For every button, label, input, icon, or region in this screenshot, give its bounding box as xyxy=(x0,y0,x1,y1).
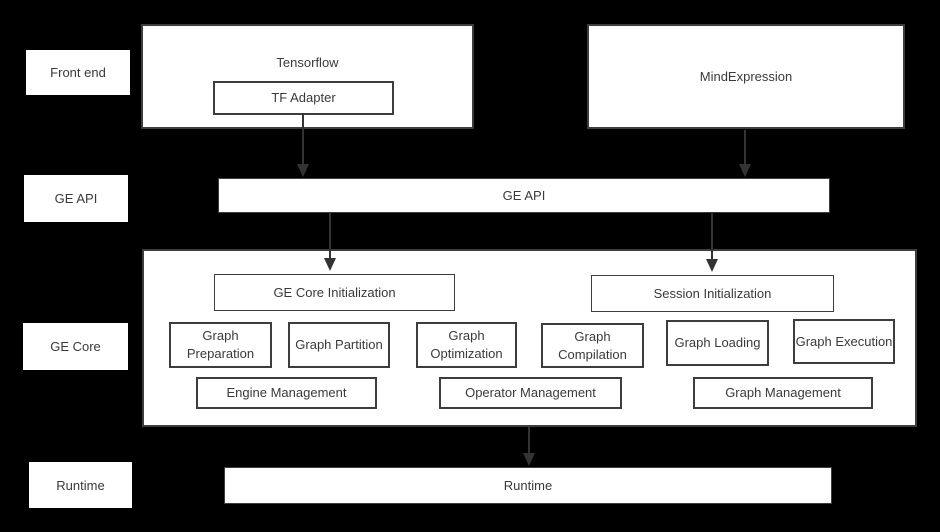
row-label-ge-api: GE API xyxy=(24,175,128,222)
tensorflow-label: Tensorflow xyxy=(276,55,339,70)
tensorflow-box: Tensorflow TF Adapter xyxy=(141,24,474,129)
stage-box-graph-preparation: Graph Preparation xyxy=(169,322,272,368)
row-label-runtime: Runtime xyxy=(29,462,132,508)
arrow-head-ge-core-to-runtime xyxy=(523,453,535,466)
mind-expression-box: MindExpression xyxy=(587,24,905,129)
arrow-head-ge-api-to-ge-core-init xyxy=(324,258,336,271)
arrow-line-ge-api-to-ge-core-init xyxy=(329,212,331,258)
management-box-operator: Operator Management xyxy=(439,377,622,409)
arrow-line-ge-core-to-runtime xyxy=(528,427,530,453)
management-box-engine: Engine Management xyxy=(196,377,377,409)
management-box-graph: Graph Management xyxy=(693,377,873,409)
arrow-head-mind-expression-to-ge-api xyxy=(739,164,751,177)
arrow-line-tf-adapter-to-ge-api xyxy=(302,113,304,164)
stage-box-graph-optimization: Graph Optimization xyxy=(416,322,517,368)
stage-box-graph-execution: Graph Execution xyxy=(793,319,895,364)
runtime-bar: Runtime xyxy=(224,467,832,504)
row-label-ge-core: GE Core xyxy=(23,323,128,370)
stage-box-graph-loading: Graph Loading xyxy=(666,320,769,366)
arrow-line-mind-expression-to-ge-api xyxy=(744,130,746,164)
row-label-front-end: Front end xyxy=(26,50,130,95)
ge-core-box: GE Core Initialization Session Initializ… xyxy=(142,249,917,427)
stage-box-graph-compilation: Graph Compilation xyxy=(541,323,644,368)
ge-api-bar: GE API xyxy=(218,178,830,213)
session-initialization-box: Session Initialization xyxy=(591,275,834,312)
arrow-line-ge-api-to-session-init xyxy=(711,212,713,259)
stage-box-graph-partition: Graph Partition xyxy=(288,322,390,368)
arrow-head-tf-adapter-to-ge-api xyxy=(297,164,309,177)
tf-adapter-box: TF Adapter xyxy=(213,81,394,115)
ge-core-initialization-box: GE Core Initialization xyxy=(214,274,455,311)
arrow-head-ge-api-to-session-init xyxy=(706,259,718,272)
